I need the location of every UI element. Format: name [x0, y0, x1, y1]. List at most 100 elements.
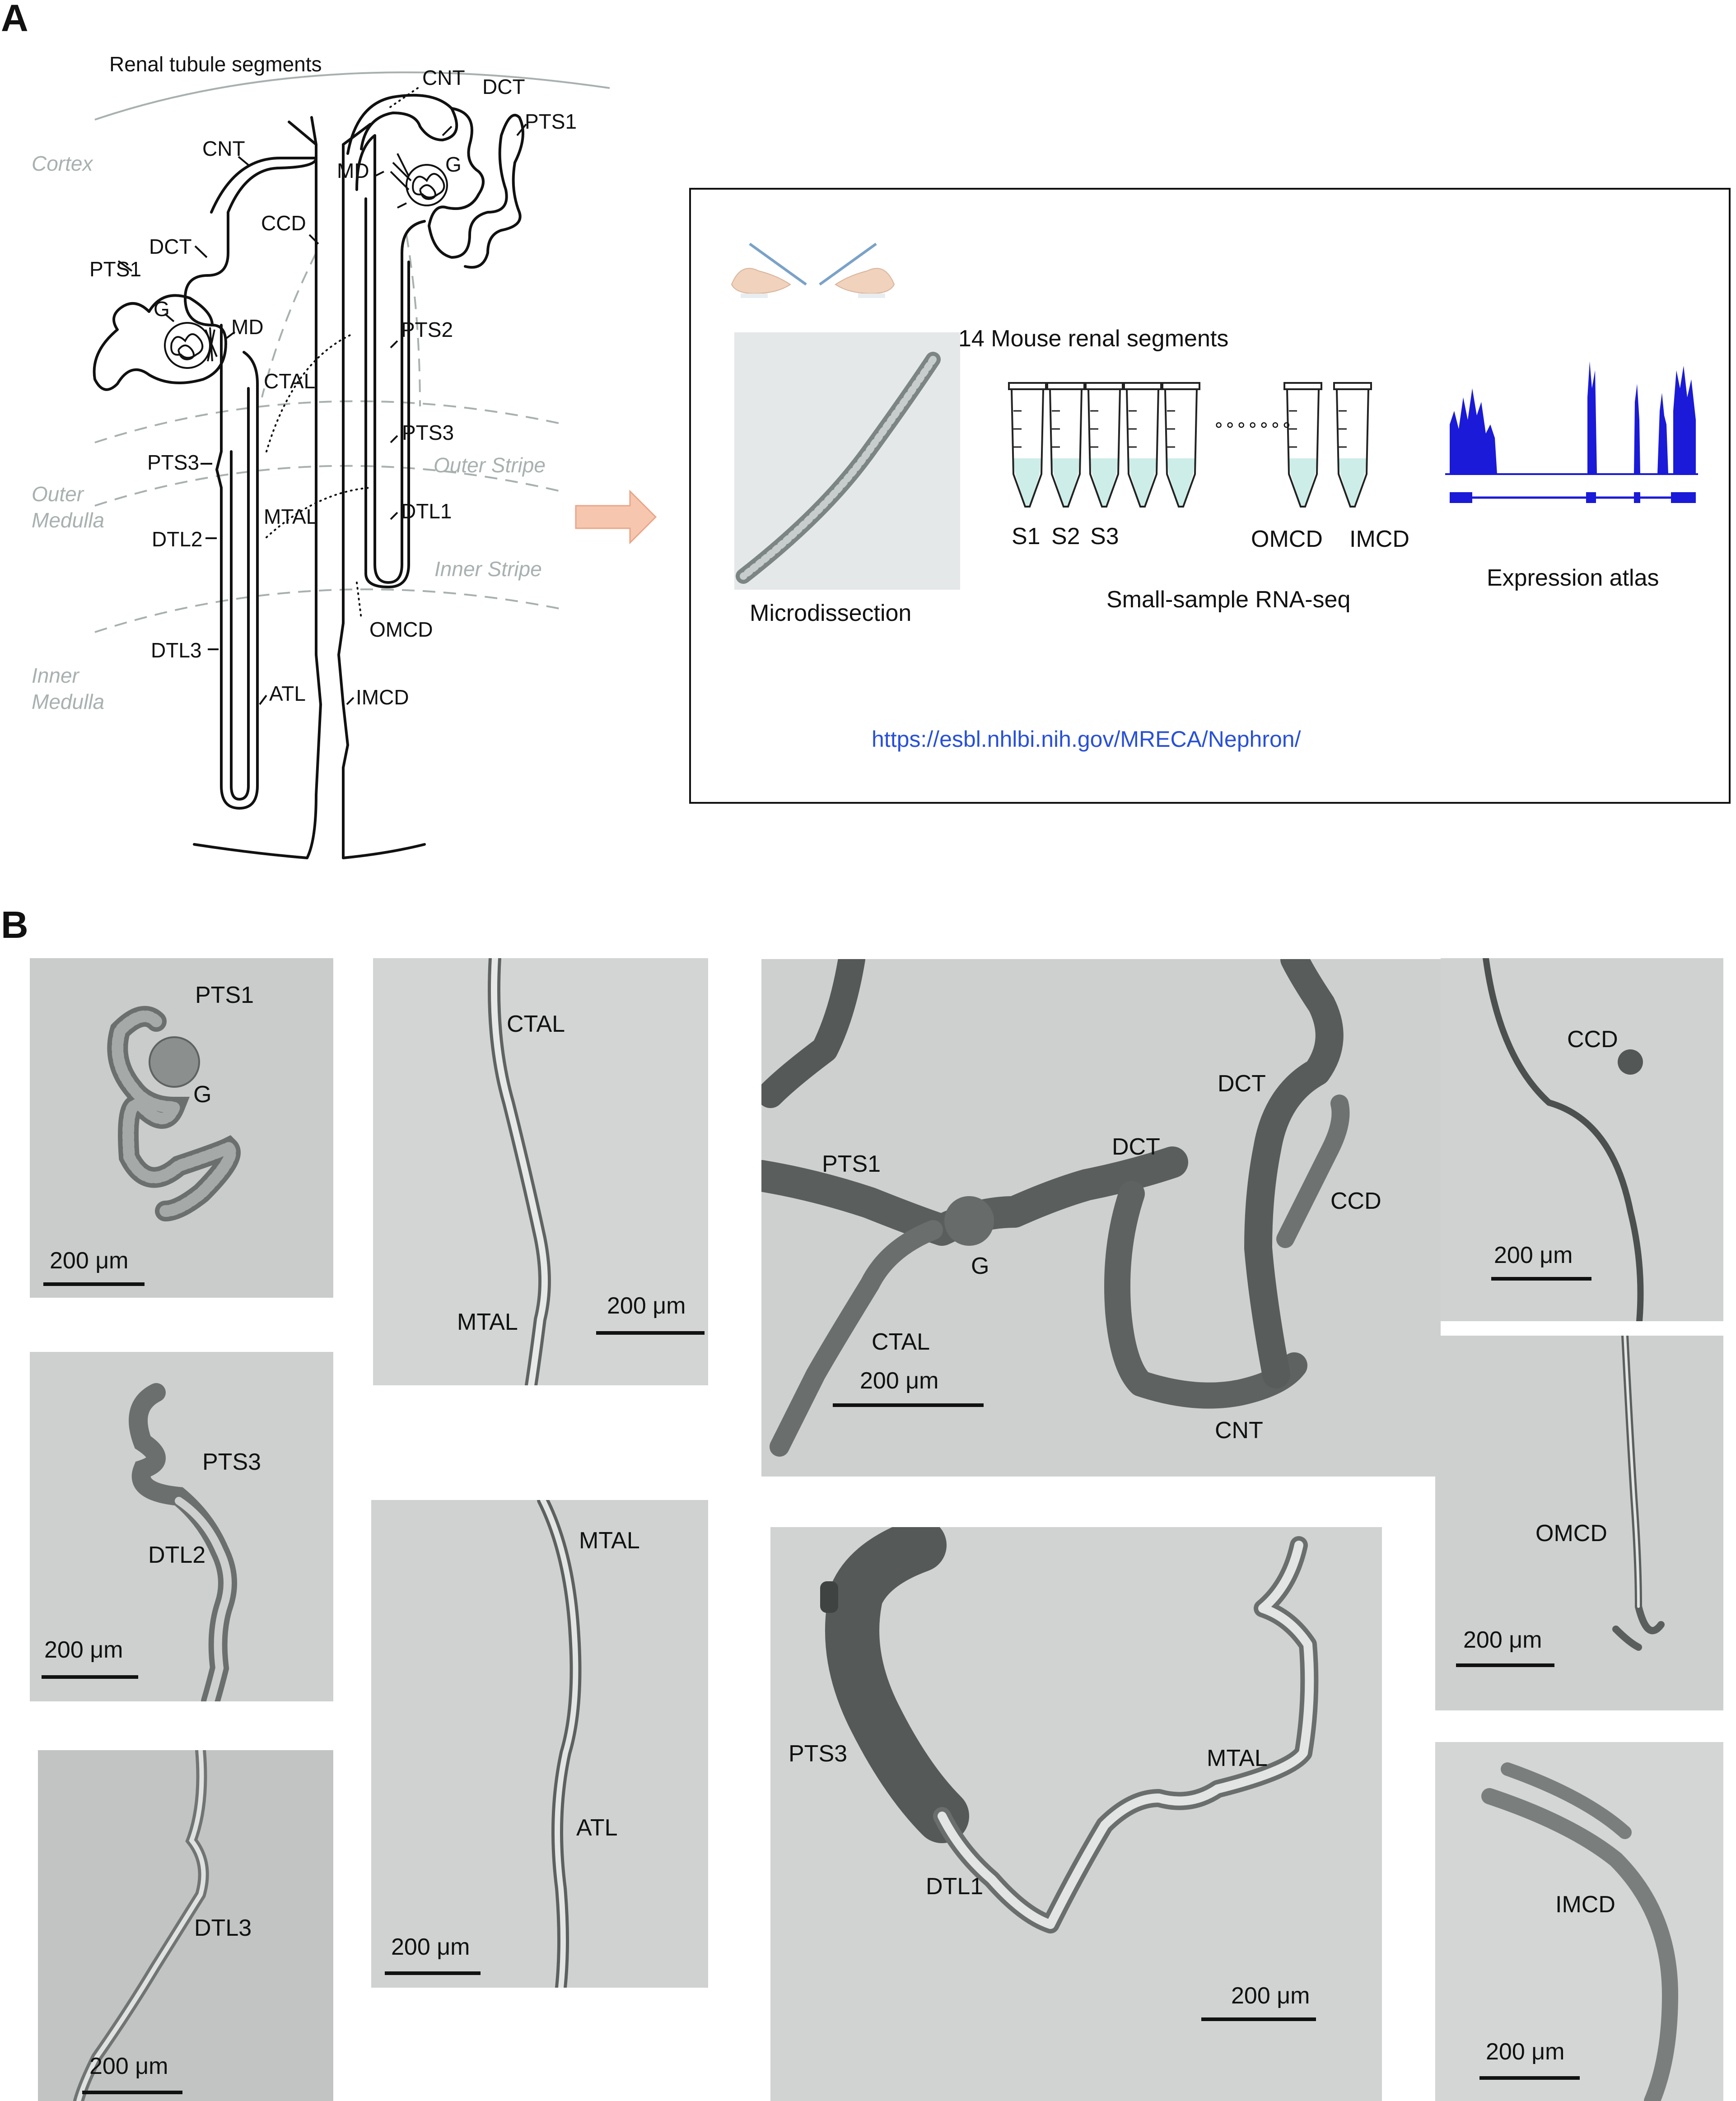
m8-label-ccd: CCD — [1567, 1026, 1618, 1053]
m4-scale-bar — [596, 1331, 705, 1335]
label-md-left: MD — [231, 315, 264, 339]
m3-label-dtl3: DTL3 — [194, 1915, 252, 1941]
sample-tube — [1123, 382, 1162, 508]
panel-b-letter: B — [1, 904, 28, 946]
zone-outer-medulla-2: Medulla — [32, 508, 104, 532]
m1-scale-text: 200 μm — [50, 1248, 129, 1274]
m6-scale-bar — [833, 1403, 984, 1407]
sample-tubes — [1008, 382, 1372, 508]
m6-label-g: G — [971, 1253, 989, 1279]
collecting-duct-branch — [288, 121, 372, 146]
m7-label-mtal: MTAL — [1207, 1745, 1268, 1771]
m4-label-mtal: MTAL — [457, 1309, 518, 1335]
tube-label-s1: S1 — [1012, 523, 1041, 550]
m6-scale-text: 200 μm — [860, 1368, 939, 1394]
m1-label-g: G — [193, 1081, 212, 1108]
label-dct-left: DCT — [149, 235, 192, 258]
tube-label-s3: S3 — [1090, 523, 1119, 550]
nephron-diagram: Renal tubule segments Cortex Outer Medul… — [32, 52, 657, 859]
atlas-label: Expression atlas — [1487, 565, 1659, 591]
m8-scale-text: 200 μm — [1494, 1242, 1573, 1268]
m6-label-pts1: PTS1 — [822, 1151, 881, 1177]
zone-inner-stripe: Inner Stripe — [434, 557, 542, 581]
m1-label-pts1: PTS1 — [195, 982, 254, 1008]
right-glomerulus — [390, 153, 448, 206]
label-pts3-left: PTS3 — [147, 451, 199, 474]
medullary-ray-left — [261, 252, 317, 398]
papilla-outline-left — [193, 793, 317, 859]
diagram-title: Renal tubule segments — [109, 52, 322, 76]
sample-tube — [1283, 382, 1322, 508]
label-md-right: MD — [337, 159, 369, 182]
micrograph-5: MTAL ATL 200 μm — [371, 1500, 708, 1988]
m7-scale-text: 200 μm — [1231, 1983, 1310, 2009]
m3-scale-text: 200 μm — [89, 2053, 168, 2079]
cortex-medulla-boundary — [94, 400, 565, 443]
inner-medulla-boundary — [94, 588, 565, 633]
m5-label-mtal: MTAL — [579, 1528, 640, 1554]
panel-a-letter: A — [1, 0, 28, 39]
m2-label-pts3: PTS3 — [202, 1449, 261, 1475]
atlas-url-link[interactable]: https://esbl.nhlbi.nih.gov/MRECA/Nephron… — [872, 727, 1301, 752]
left-convoluted — [93, 302, 227, 391]
collecting-duct-left-wall — [310, 116, 317, 656]
micrograph-2: PTS3 DTL2 200 μm — [30, 1352, 333, 1701]
m10-scale-bar — [1479, 2076, 1580, 2080]
m7-label-pts3: PTS3 — [789, 1741, 848, 1767]
m2-label-dtl2: DTL2 — [148, 1542, 206, 1568]
label-cnt-left: CNT — [202, 137, 245, 160]
tube-label-omcd: OMCD — [1251, 526, 1323, 552]
m10-label-imcd: IMCD — [1555, 1891, 1615, 1918]
right-cnt — [346, 93, 458, 155]
m1-scale-bar — [43, 1282, 145, 1286]
label-ccd: CCD — [261, 211, 306, 235]
tube-label-s2: S2 — [1051, 523, 1080, 550]
collecting-duct-tip-left — [315, 653, 322, 796]
left-loop-outer — [215, 324, 259, 810]
sample-tube — [1008, 382, 1047, 508]
label-mtal: MTAL — [264, 505, 317, 528]
m7-scale-bar — [1201, 2017, 1316, 2021]
kidney-surface-arc — [94, 71, 610, 121]
zone-inner-medulla-2: Medulla — [32, 690, 104, 713]
collecting-duct-right-wall — [337, 143, 349, 859]
workflow-box: 14 Mouse renal segments Microdissection … — [689, 188, 1731, 804]
m6-label-ctal: CTAL — [872, 1329, 930, 1355]
micrograph-10: IMCD 200 μm — [1435, 1742, 1723, 2101]
m5-scale-bar — [385, 1971, 481, 1975]
ellipsis: ∘∘∘∘∘∘∘ — [1213, 415, 1293, 435]
label-pts3-right: PTS3 — [402, 421, 454, 444]
micrograph-4: CTAL MTAL 200 μm — [373, 958, 708, 1385]
m4-label-ctal: CTAL — [507, 1011, 565, 1037]
zone-outer-stripe: Outer Stripe — [434, 453, 546, 477]
outer-stripe-boundary — [94, 465, 565, 507]
m6-label-dct-2: DCT — [1218, 1071, 1266, 1097]
micrograph-6: PTS1 G CTAL DCT DCT CCD CNT 200 μm — [761, 959, 1441, 1477]
m2-scale-text: 200 μm — [44, 1637, 123, 1663]
papilla-outline-right — [342, 843, 426, 859]
sample-tube — [1333, 382, 1372, 508]
sample-tube — [1162, 382, 1200, 508]
label-dtl2: DTL2 — [152, 527, 202, 551]
label-imcd: IMCD — [356, 685, 409, 709]
m3-scale-bar — [82, 2091, 182, 2094]
label-pts1-left: PTS1 — [89, 257, 141, 281]
left-loop-inner — [230, 387, 250, 801]
label-pts1-right: PTS1 — [525, 110, 577, 133]
m2-scale-bar — [42, 1675, 138, 1679]
microdissection-image — [734, 332, 960, 590]
left-glomerulus — [164, 322, 218, 369]
micrograph-7: PTS3 DTL1 MTAL 200 μm — [770, 1527, 1382, 2101]
left-convoluted-2 — [148, 294, 214, 326]
micrograph-9: OMCD 200 μm — [1435, 1336, 1723, 1710]
zone-outer-medulla-1: Outer — [32, 482, 84, 506]
m9-scale-bar — [1456, 1663, 1554, 1667]
label-ctal: CTAL — [264, 369, 315, 393]
label-omcd: OMCD — [369, 618, 433, 641]
m8-scale-bar — [1491, 1277, 1591, 1281]
label-atl: ATL — [269, 682, 306, 705]
m6-label-dct-1: DCT — [1112, 1134, 1160, 1160]
m4-scale-text: 200 μm — [607, 1293, 686, 1319]
sample-tube — [1046, 382, 1085, 508]
left-cnt — [184, 157, 317, 326]
